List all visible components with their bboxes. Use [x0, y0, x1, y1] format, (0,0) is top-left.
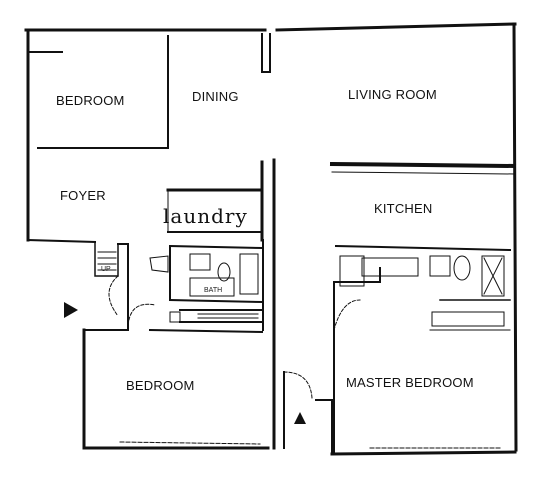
bottom-hatching [119, 441, 501, 449]
room-label-laundry: laundry [163, 204, 248, 228]
room-label-living-room: LIVING ROOM [348, 87, 437, 102]
stair-steps [97, 251, 117, 271]
up-marker: UP [101, 266, 111, 273]
room-label-dining: DINING [192, 89, 239, 104]
interior-walls [29, 33, 517, 453]
room-label-foyer: FOYER [60, 188, 106, 203]
room-label-bedroom-top: BEDROOM [56, 93, 125, 108]
bath-fixtures [149, 253, 259, 297]
room-label-kitchen: KITCHEN [374, 201, 433, 216]
entry-arrow-icon [64, 302, 78, 318]
north-arrow-icon [294, 412, 306, 424]
room-label-bedroom-bottom: BEDROOM [126, 378, 195, 393]
bath-label: BATH [204, 287, 223, 294]
door-swings [108, 275, 361, 399]
outer-walls [24, 22, 518, 456]
kitchen-fixtures [339, 255, 505, 327]
room-label-master-bedroom: MASTER BEDROOM [346, 375, 474, 390]
closet-rod [169, 311, 259, 323]
